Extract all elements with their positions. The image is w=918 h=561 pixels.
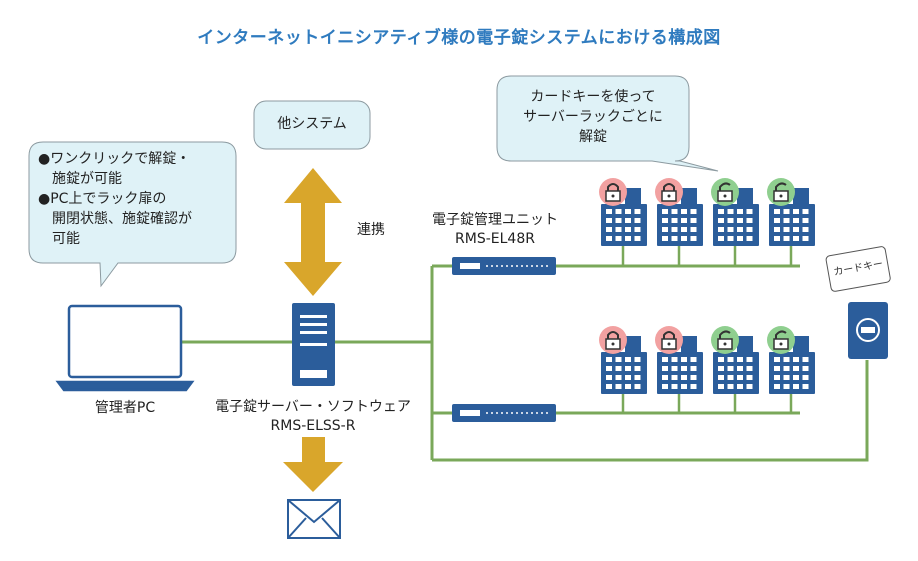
server-label: 電子錠サーバー・ソフトウェア RMS-ELSS-R	[200, 398, 426, 436]
callout-admin-line: ●PC上でラック扉の	[38, 191, 167, 207]
callout-admin-line: 開閉状態、施錠確認が	[52, 211, 192, 227]
server-label-line1: 電子錠サーバー・ソフトウェア	[215, 399, 411, 415]
rack-row-bottom	[599, 326, 815, 413]
lock-closed-icon	[655, 178, 683, 206]
callout-card-line: 解錠	[579, 129, 607, 145]
server-rack-icon	[713, 188, 759, 266]
server-label-line2: RMS-ELSS-R	[270, 418, 356, 434]
lock-closed-icon	[599, 326, 627, 354]
server-rack-icon	[713, 336, 759, 413]
link-double-arrow	[284, 168, 342, 296]
server-tower-icon	[292, 303, 335, 386]
callout-other-system	[253, 100, 371, 150]
link-label: 連携	[357, 222, 385, 238]
lock-open-icon	[711, 326, 739, 354]
lock-open-icon	[767, 326, 795, 354]
callout-card-line: カードキーを使って	[530, 89, 656, 105]
callout-admin-line: 可能	[52, 231, 80, 247]
mail-down-arrow	[283, 437, 343, 492]
card-key-icon	[825, 246, 891, 292]
unit-label: 電子錠管理ユニット RMS-EL48R	[420, 211, 570, 249]
management-unit-icon	[452, 404, 556, 422]
unit-label-line1: 電子錠管理ユニット	[432, 212, 558, 228]
callout-admin-text: ●ワンクリックで解錠・ 施錠が可能 ●PC上でラック扉の 開閉状態、施錠確認が …	[38, 149, 192, 249]
server-rack-icon	[601, 188, 647, 266]
server-rack-icon	[769, 336, 815, 413]
server-rack-icon	[769, 188, 815, 266]
diagram-title: インターネットイニシアティブ様の電子錠システムにおける構成図	[197, 28, 721, 48]
rack-row-top	[599, 178, 815, 266]
server-rack-icon	[657, 188, 703, 266]
management-unit-icon	[452, 257, 556, 275]
lock-closed-icon	[599, 178, 627, 206]
server-rack-icon	[657, 336, 703, 413]
mail-envelope-icon	[287, 499, 341, 539]
lock-open-icon	[767, 178, 795, 206]
lock-open-icon	[711, 178, 739, 206]
card-reader-icon	[848, 302, 888, 359]
laptop-icon	[55, 304, 195, 392]
card-reader-line	[432, 360, 869, 462]
other-system-label: 他システム	[277, 116, 347, 132]
callout-admin-line: 施錠が可能	[52, 171, 122, 187]
lock-closed-icon	[655, 326, 683, 354]
callout-card-key	[496, 75, 719, 172]
callout-card-text: カードキーを使って サーバーラックごとに 解錠	[497, 87, 689, 147]
callout-card-line: サーバーラックごとに	[523, 109, 663, 125]
server-rack-icon	[601, 336, 647, 413]
callout-admin	[28, 141, 237, 288]
admin-pc-label: 管理者PC	[94, 400, 156, 416]
unit-label-line2: RMS-EL48R	[455, 231, 535, 247]
callout-admin-line: ●ワンクリックで解錠・	[38, 151, 191, 167]
